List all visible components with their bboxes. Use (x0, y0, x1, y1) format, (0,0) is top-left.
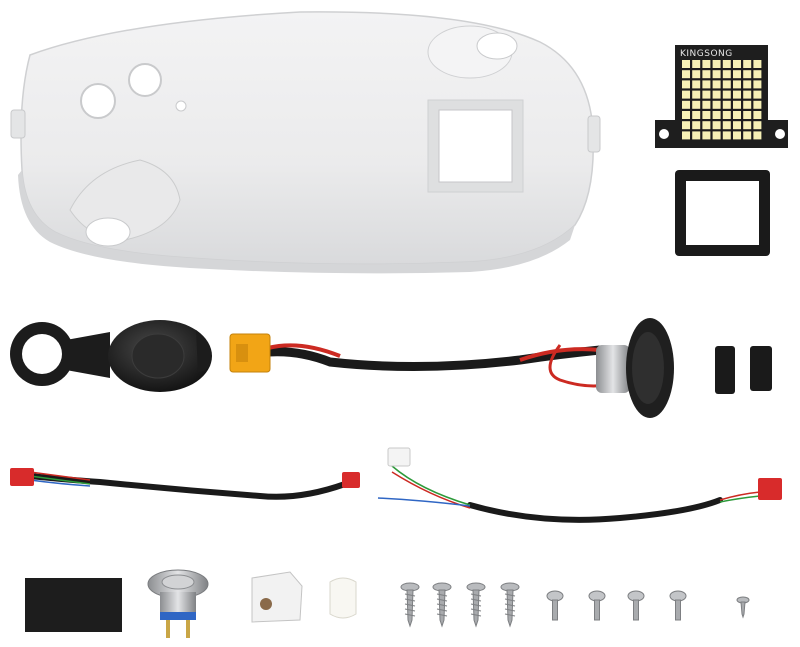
led-grid (682, 60, 762, 140)
led-cell (682, 121, 690, 130)
screws (400, 582, 750, 628)
machine-screw (588, 590, 606, 621)
machine-screw (669, 590, 687, 621)
led-cell (743, 80, 752, 89)
self-tapping-screw (500, 582, 520, 628)
led-cell (712, 90, 721, 99)
machine-screw (627, 590, 645, 621)
jst-cable-long (377, 447, 782, 523)
led-cell (702, 70, 711, 79)
led-cell (733, 80, 741, 89)
led-cell (702, 131, 711, 140)
led-cell (743, 70, 752, 79)
led-cell (743, 111, 752, 119)
top-cover-shell (10, 11, 601, 274)
led-cell (722, 90, 731, 99)
led-cell (692, 70, 701, 79)
led-cell (743, 60, 752, 68)
led-cell (702, 60, 711, 68)
led-cell (733, 60, 741, 68)
led-cell (692, 111, 701, 119)
led-cell (733, 70, 741, 79)
led-cell (682, 111, 690, 119)
led-cell (753, 100, 762, 109)
led-cell (753, 131, 762, 140)
panel-socket (596, 318, 674, 418)
led-cell (753, 60, 762, 68)
led-cell (753, 121, 762, 130)
led-cell (682, 100, 690, 109)
led-cell (682, 80, 690, 89)
led-cell (692, 80, 701, 89)
led-cell (712, 111, 721, 119)
xt60-connector (229, 333, 271, 373)
led-cell (702, 111, 711, 119)
led-cell (753, 70, 762, 79)
led-cell (702, 90, 711, 99)
light-sensor-bracket (251, 571, 303, 623)
brand-label: KINGSONG (680, 49, 733, 59)
led-cell (733, 100, 741, 109)
led-cell (702, 100, 711, 109)
led-cell (722, 121, 731, 130)
tiny-screw (736, 596, 750, 619)
light-pipe (329, 577, 357, 619)
led-cell (692, 100, 701, 109)
heat-shrink-tubes (715, 346, 772, 394)
led-cell (733, 121, 741, 130)
led-cell (722, 80, 731, 89)
self-tapping-screw (466, 582, 486, 628)
led-cell (743, 121, 752, 130)
led-cell (712, 80, 721, 89)
led-cell (733, 111, 741, 119)
led-cell (743, 131, 752, 140)
led-cell (702, 80, 711, 89)
led-cell (722, 100, 731, 109)
led-light-board: KINGSONG (655, 45, 788, 148)
led-cell (753, 111, 762, 119)
led-cell (692, 131, 701, 140)
metal-push-button (147, 569, 209, 638)
led-cell (692, 90, 701, 99)
led-cell (682, 90, 690, 99)
led-cell (722, 131, 731, 140)
led-cell (722, 111, 731, 119)
jst-cable-short (10, 468, 360, 500)
led-cell (702, 121, 711, 130)
led-cell (712, 60, 721, 68)
square-gasket (675, 170, 770, 256)
led-cell (712, 70, 721, 79)
led-cell (712, 121, 721, 130)
led-cell (692, 121, 701, 130)
led-cell (743, 90, 752, 99)
led-cell (753, 80, 762, 89)
led-cell (682, 60, 690, 68)
machine-screw (546, 590, 564, 621)
led-cell (682, 70, 690, 79)
led-cell (722, 70, 731, 79)
self-tapping-screw (432, 582, 452, 628)
foam-pad (25, 578, 122, 632)
led-cell (743, 100, 752, 109)
charge-port-rubber-cap (10, 320, 212, 392)
led-cell (733, 131, 741, 140)
xt60-charge-port-cable (229, 318, 674, 418)
led-cell (712, 131, 721, 140)
led-cell (753, 90, 762, 99)
self-tapping-screw (400, 582, 420, 628)
led-cell (733, 90, 741, 99)
led-cell (722, 60, 731, 68)
led-cell (682, 131, 690, 140)
led-cell (712, 100, 721, 109)
led-cell (692, 60, 701, 68)
